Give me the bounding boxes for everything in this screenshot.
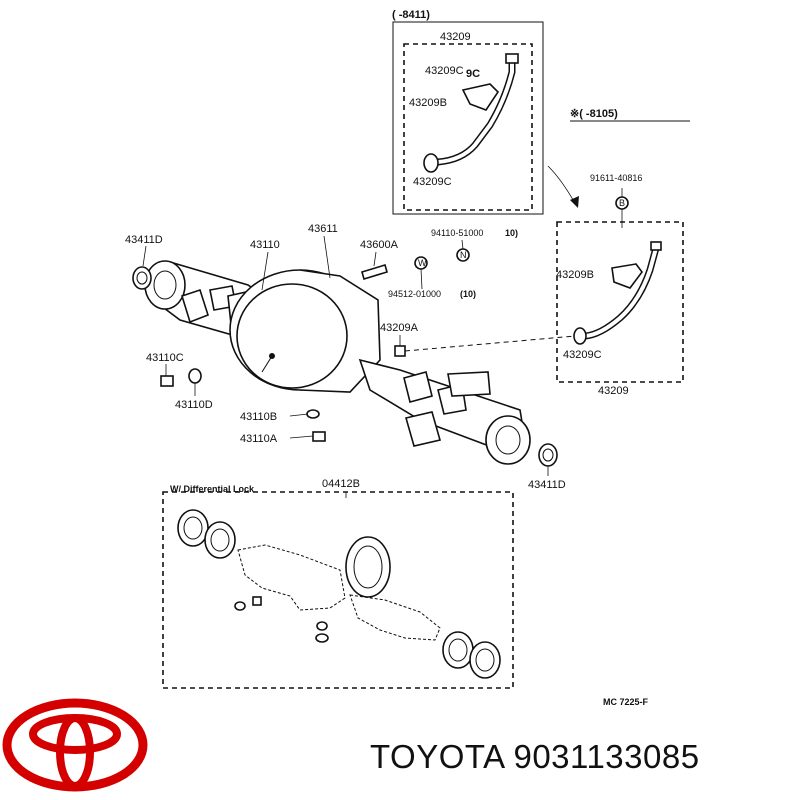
label-43411d-right: 43411D	[528, 479, 566, 491]
label-43600a: 43600A	[360, 239, 399, 251]
main-labels: 43411D 43110 43611 43600A 94110-51000 10…	[125, 223, 566, 491]
inset-right-title: 43209	[598, 385, 629, 397]
gasket-kit: W/ Differential Lock 04412B MC 7225-F	[162, 478, 649, 707]
inset-top-part-d: 43209C	[413, 176, 452, 188]
label-43110d: 43110D	[175, 399, 213, 411]
label-94110: 94110-51000	[431, 228, 483, 238]
axle-housing: N W	[132, 248, 576, 467]
inset-right-part-b: 43209C	[563, 349, 602, 361]
inset-top-part-c: 43209B	[409, 97, 447, 109]
label-43209a: 43209A	[380, 322, 419, 334]
label-43110a: 43110A	[240, 433, 278, 445]
inset-top: ( -8411) 43209 43209C 9C 43209B 43209C	[392, 9, 544, 215]
label-94512: 94512-01000	[388, 289, 441, 299]
label-43411d-left: 43411D	[125, 234, 163, 246]
label-43611: 43611	[308, 223, 338, 235]
inset-top-part-b: 9C	[466, 68, 480, 80]
inset-right: ※( -8105) 91611-40816 B 43209 43209B 432…	[547, 108, 690, 397]
inset-right-part-a: 43209B	[556, 269, 594, 281]
washer-mark: W	[418, 258, 427, 268]
inset-top-header: ( -8411)	[392, 9, 430, 21]
brand-part-number: TOYOTA 9031133085	[370, 738, 700, 775]
inset-right-ref: 91611-40816	[590, 173, 642, 183]
inset-right-header: ※( -8105)	[570, 108, 618, 120]
gasket-kit-part: 04412B	[322, 478, 360, 490]
label-43110c: 43110C	[146, 352, 184, 364]
label-94512-qty: (10)	[460, 289, 476, 299]
toyota-logo	[2, 698, 148, 792]
inset-top-part-a: 43209C	[425, 65, 464, 77]
label-43110: 43110	[250, 239, 280, 251]
label-43110b: 43110B	[240, 411, 277, 423]
figure-code: MC 7225-F	[603, 697, 649, 707]
inset-top-title: 43209	[440, 31, 471, 43]
gasket-kit-title: W/ Differential Lock	[170, 484, 255, 494]
nut-mark: N	[460, 250, 467, 260]
inset-right-bolt: B	[619, 198, 625, 208]
label-94110-qty: 10)	[505, 228, 518, 238]
